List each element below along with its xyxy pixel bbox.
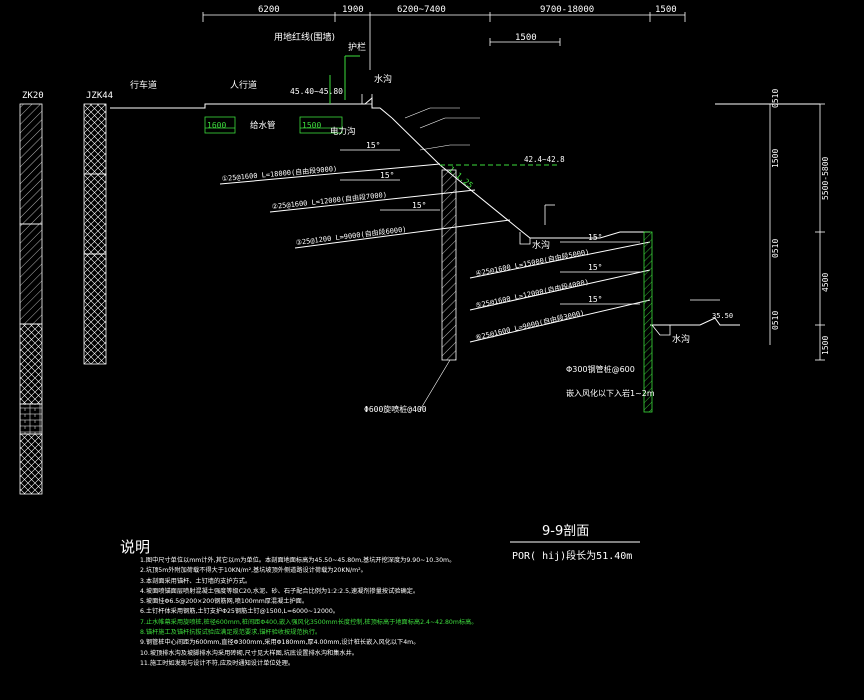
- note-item: 7.止水帷幕采用旋喷桩,桩径600mm,桩间距Φ400,嵌入强风化3500mm长…: [140, 618, 478, 626]
- label-drain-mid: 水沟: [532, 239, 550, 251]
- label-elev-top: 45.40~45.80: [290, 87, 343, 96]
- note-item: 1.图中尺寸单位以mm计外,其它以m为单位。本剖面地面标高为45.50~45.8…: [140, 557, 456, 564]
- rdim-7: 1500: [821, 336, 830, 355]
- label-rail-barrier: 用地红线(围墙): [274, 31, 335, 43]
- dim-9700-18000: 9700-18000: [540, 5, 594, 15]
- label-sidewalk: 人行道: [230, 79, 257, 91]
- note-item: 5.坡面挂Φ6.5@200×200钢筋网,喷100mm厚混凝土护面。: [140, 598, 309, 606]
- note-item: 10.坡顶排水沟及坡脚排水沟采用砖砌,尺寸见大样图,坑底设置排水沟和集水井。: [140, 649, 358, 657]
- angle-lower-2: 15°: [588, 263, 602, 272]
- note-item: 9.钢管桩中心间距为600mm,直径Φ300mm,采用Φ180mm,厚4.00m…: [140, 639, 420, 647]
- note-item: 8.锚杆施工及锚杆抗拔试验应满足规范要求,锚杆验收按规范执行。: [140, 629, 322, 637]
- jet-pile: [441, 169, 457, 361]
- label-water-pipe: 给水管: [250, 120, 276, 131]
- label-drain-top: 水沟: [374, 73, 392, 85]
- angle-upper-2: 15°: [380, 171, 394, 180]
- note-item: 4.坡面喷锚面层喷射混凝土强度等级C20,水泥、砂、石子配合比例为1:2:2.5…: [140, 587, 420, 595]
- dim-1900: 1900: [342, 5, 364, 15]
- rdim-3: 1500: [771, 149, 780, 168]
- angle-marks-upper: [340, 149, 440, 211]
- label-elev-small: 35.50: [712, 312, 733, 320]
- borehole-jzk44-label: JZK44: [86, 91, 113, 101]
- borehole-zk20: [19, 103, 43, 495]
- lower-anchors: [469, 241, 651, 343]
- anchor-lower-3: ⑥25@1600 L=9000(自由段3000): [474, 308, 585, 342]
- dim-1500-right: 1500: [655, 5, 677, 15]
- notes-list: 1.图中尺寸单位以mm计外,其它以m为单位。本剖面地面标高为45.50~45.8…: [140, 556, 700, 669]
- rdim-6: 0510: [771, 311, 780, 330]
- slope-callouts: [404, 107, 480, 151]
- dim-6200: 6200: [258, 5, 280, 15]
- label-guardrail: 护栏: [348, 41, 366, 53]
- dim-1500-pipe: 1500: [302, 121, 321, 130]
- dim-1600: 1600: [207, 121, 226, 130]
- dim-1500-sub: 1500: [515, 33, 537, 43]
- borehole-zk20-label: ZK20: [22, 91, 44, 101]
- note-item: 6.土钉杆体采用钢筋,土钉支护Φ25钢筋土钉@1500,L=6000~12000…: [140, 608, 339, 616]
- steel-pipe-pile: [643, 231, 653, 413]
- right-dimension-chain: [769, 103, 825, 361]
- steel-pipe-pile-label: Φ300钢管桩@600: [566, 364, 635, 374]
- pipes: [204, 116, 343, 134]
- dim-6200-7400: 6200~7400: [397, 5, 446, 15]
- note-item: 3.本剖面采用锚杆、土钉墙的支护方式。: [140, 577, 252, 585]
- angle-lower-3: 15°: [588, 295, 602, 304]
- guardrail: [329, 55, 360, 104]
- angle-marks-lower: [560, 241, 640, 305]
- anchor-lower-2: ⑤25@1600 L=12000(自由段4000): [475, 277, 590, 310]
- notes-title: 说明: [120, 538, 151, 556]
- rdim-2: 5500-5800: [821, 156, 830, 200]
- drain-top: [361, 94, 373, 105]
- section-subtitle: POR( hij)段长为51.40m: [512, 551, 633, 562]
- steel-pipe-pile-note: 嵌入风化以下入岩1~2m: [566, 388, 655, 398]
- note-item: 11.施工时如发现与设计不符,应及时通知设计单位处理。: [140, 659, 295, 667]
- note-item: 2.坑顶5m外附加荷载不得大于10KN/m²,基坑坡顶外侧道路设计荷载为20KN…: [140, 567, 367, 575]
- borehole-jzk44: [83, 103, 107, 365]
- angle-upper-1: 15°: [366, 141, 380, 150]
- ground-profile: [110, 96, 820, 326]
- label-drain-bottom: 水沟: [672, 333, 690, 345]
- label-elev-mid: 42.4~42.8: [524, 155, 565, 164]
- label-carriageway: 行车道: [130, 79, 157, 91]
- rdim-1: 0510: [771, 89, 780, 108]
- top-dimension-chain: [202, 12, 686, 70]
- jet-pile-leader: [419, 359, 451, 411]
- rdim-5: 4500: [821, 273, 830, 292]
- label-power-duct: 电力沟: [330, 126, 356, 137]
- anchor-upper-1: ①25@1600 L=18000(自由段9000): [221, 164, 337, 183]
- drain-bottom: [651, 299, 720, 336]
- rdim-4: 0510: [771, 239, 780, 258]
- jet-pile-label: Φ600旋喷桩@400: [364, 404, 427, 414]
- angle-upper-3: 15°: [412, 201, 426, 210]
- angle-lower-1: 15°: [588, 233, 602, 242]
- upper-anchors: [219, 163, 511, 249]
- drain-mid: [519, 204, 555, 245]
- anchor-upper-2: ②25@1600 L=12000(自由段7000): [271, 190, 387, 211]
- section-title: 9-9剖面: [542, 524, 590, 539]
- anchor-lower-1: ④25@1600 L=15000(自由段5000): [475, 247, 590, 278]
